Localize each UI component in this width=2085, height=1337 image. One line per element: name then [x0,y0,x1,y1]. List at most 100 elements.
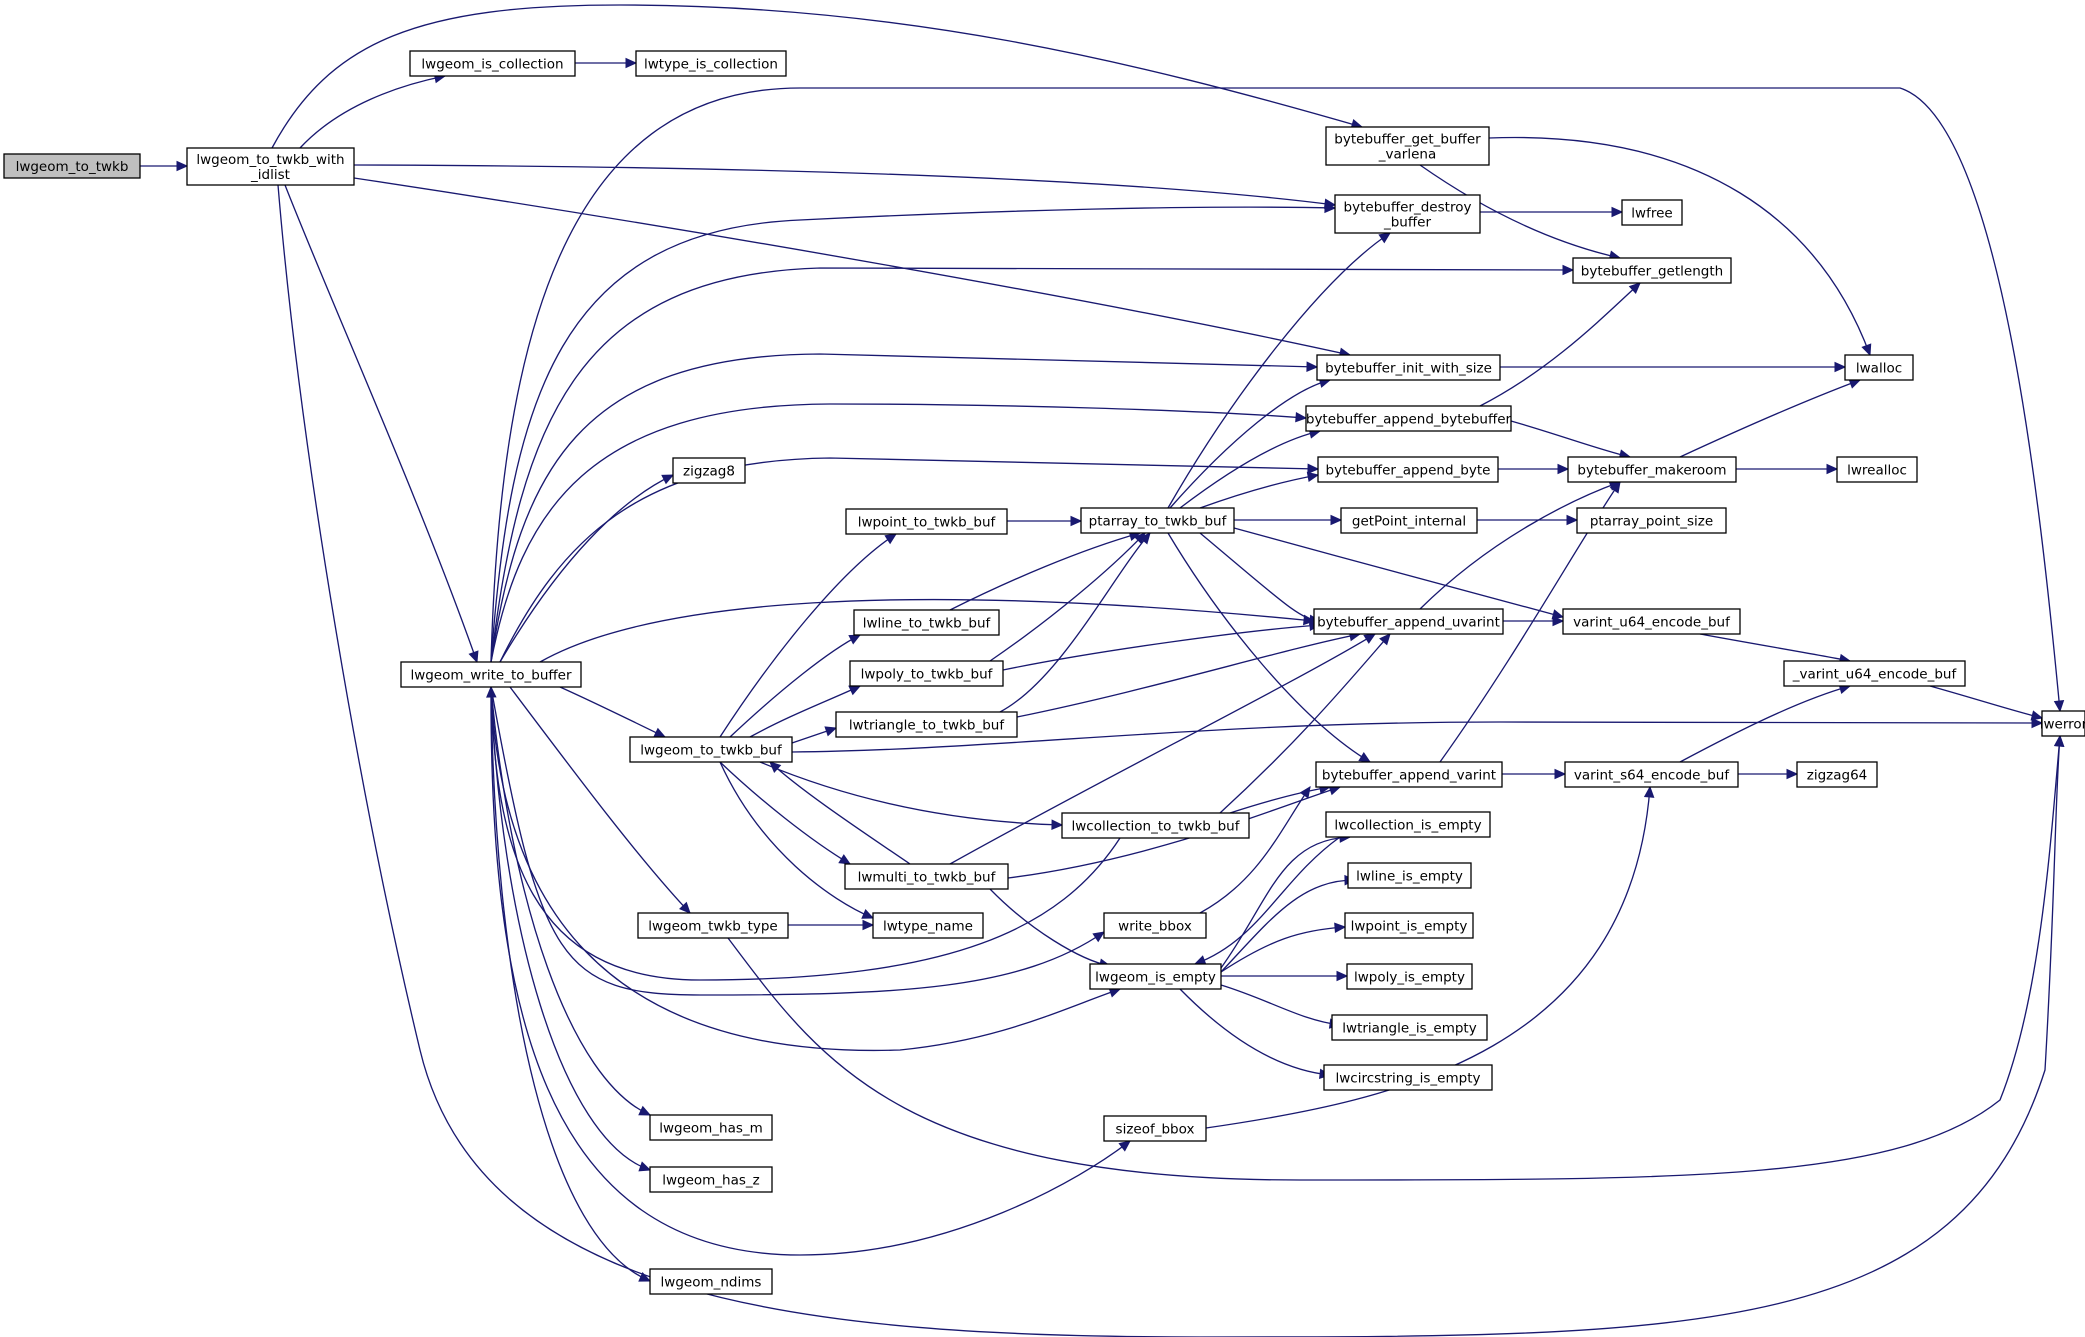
edge-line [1220,836,1351,969]
node-lwgeom-is-collection[interactable]: lwgeom_is_collection [409,50,576,77]
node-lwpoly-is-empty[interactable]: lwpoly_is_empty [1346,963,1473,990]
node-label: lwtriangle_is_empty [1342,1021,1476,1037]
node-lwcollection-is-empty[interactable]: lwcollection_is_empty [1325,811,1491,838]
node-lwgeom-to-twkb-with-idlist[interactable]: lwgeom_to_twkb_with_idlist [186,147,355,186]
node-box [637,912,789,939]
node-sizeof-bbox[interactable]: sizeof_bbox [1103,1115,1207,1142]
node-box [629,736,793,763]
edge-lwgeom_to_twkb_buf-to-lwtype_name [719,761,875,919]
node-label: bytebuffer_append_byte [1326,463,1491,479]
edge-arrowhead [1826,463,1839,475]
node-bytebuffer-makeroom[interactable]: bytebuffer_makeroom [1567,456,1737,483]
edge-arrowhead [661,474,675,485]
node-box [409,50,576,77]
node-lwline-is-empty[interactable]: lwline_is_empty [1347,862,1472,889]
node-varint-s64-encode-buf[interactable]: varint_s64_encode_buf [1564,761,1739,788]
node-ptarray-to-twkb-buf[interactable]: ptarray_to_twkb_buf [1080,507,1235,534]
edge-line [1002,624,1321,671]
node-bytebuffer-append-byte[interactable]: bytebuffer_append_byte [1317,456,1499,483]
edge-line [277,184,2061,1337]
node-label: lwgeom_is_empty [1095,970,1216,986]
edge-lwgeom_to_twkb-to-lwgeom_to_twkb_with_idlist [140,160,189,172]
node-bytebuffer-get-buffer-varlena[interactable]: bytebuffer_get_buffer_varlena [1325,126,1490,166]
edge-bytebuffer_append_bytebuffer-to-bytebuffer_getlength [1479,282,1641,407]
node-lwpoly-to-twkb-buf[interactable]: lwpoly_to_twkb_buf [849,660,1004,687]
node-lwtype-name[interactable]: lwtype_name [872,912,984,939]
node-zigzag8[interactable]: zigzag8 [672,457,746,484]
node-lwerror[interactable]: lwerror [2040,710,2085,737]
node-lwgeom-has-z[interactable]: lwgeom_has_z [649,1166,773,1193]
edge-lwgeom_write_to_buffer-to-zigzag8 [499,474,675,663]
node-lwpoint-is-empty[interactable]: lwpoint_is_empty [1344,912,1474,939]
edge-arrowhead [176,160,189,172]
edge-arrowhead [1562,264,1575,276]
node-lwgeom-to-twkb-buf[interactable]: lwgeom_to_twkb_buf [629,736,793,763]
edge-line [989,888,1111,967]
node-lwfree[interactable]: lwfree [1621,199,1683,226]
node-box [649,1114,773,1141]
edge-line [490,353,1318,663]
node-lwgeom-has-m[interactable]: lwgeom_has_m [649,1114,773,1141]
edge-arrowhead [1554,768,1567,780]
edge-ptarray_to_twkb_buf-to-bytebuffer_destroy_buffer [1167,232,1391,509]
edge-write_bbox-to-bytebuffer_append_varint [1199,785,1311,914]
edge-line [299,75,446,149]
node-label: bytebuffer_append_varint [1322,768,1496,784]
node-bytebuffer-append-varint[interactable]: bytebuffer_append_varint [1315,761,1503,788]
edge-arrowhead [1330,514,1343,526]
node-lwalloc[interactable]: lwalloc [1844,354,1914,381]
edge-bytebuffer_makeroom-to-lwrealloc [1736,463,1839,475]
edge-arrowhead [486,685,497,698]
node-label: write_bbox [1118,919,1192,935]
node-lwcircstring-is-empty[interactable]: lwcircstring_is_empty [1323,1064,1493,1091]
node-lwgeom-is-empty[interactable]: lwgeom_is_empty [1089,963,1222,990]
node-box [1347,862,1472,889]
edge-lwgeom_to_twkb_buf-to-lwpoint_to_twkb_buf [719,533,898,738]
edge-arrowhead [1139,532,1151,545]
node-bytebuffer-destroy-buffer[interactable]: bytebuffer_destroy_buffer [1334,194,1481,234]
node-lwcollection-to-twkb-buf[interactable]: lwcollection_to_twkb_buf [1061,812,1250,839]
edge-line [719,533,897,738]
node-lwmulti-to-twkb-buf[interactable]: lwmulti_to_twkb_buf [844,863,1009,890]
node-lwrealloc[interactable]: lwrealloc [1836,456,1918,483]
edge-line [490,686,1131,1256]
edge-arrowhead [1611,206,1624,218]
node-lwgeom-to-twkb[interactable]: lwgeom_to_twkb [3,153,141,179]
node-bytebuffer-append-bytebuffer[interactable]: bytebuffer_append_bytebuffer [1305,405,1512,432]
edge-lwpoint_to_twkb_buf-to-ptarray_to_twkb_buf [1007,515,1083,527]
node-bytebuffer-append-uvarint[interactable]: bytebuffer_append_uvarint [1313,608,1504,635]
node-lwgeom-twkb-type[interactable]: lwgeom_twkb_type [637,912,789,939]
edge-line [1419,481,1621,610]
edge-lwmulti_to_twkb_buf-to-bytebuffer_append_uvarint [949,633,1377,865]
node-label: zigzag8 [683,464,735,480]
edge-lwpoly_to_twkb_buf-to-ptarray_to_twkb_buf [989,532,1146,662]
node-lwgeom-write-to-buffer[interactable]: lwgeom_write_to_buffer [400,661,582,688]
node-lwgeom-ndims[interactable]: lwgeom_ndims [649,1268,773,1295]
edge-arrowhead [1861,343,1872,357]
node-bytebuffer-getlength[interactable]: bytebuffer_getlength [1572,257,1732,284]
node-lwpoint-to-twkb-buf[interactable]: lwpoint_to_twkb_buf [845,508,1008,535]
edge-arrowhead [1557,463,1570,475]
edge-arrowhead [1628,282,1641,295]
edge-bytebuffer_init_with_size-to-lwalloc [1500,361,1847,373]
edge-ptarray_to_twkb_buf-to-varint_u64_encode_buf [1233,527,1565,620]
node-box [1836,456,1918,483]
node-lwtriangle-to-twkb-buf[interactable]: lwtriangle_to_twkb_buf [835,711,1018,738]
edge-line [490,686,651,1171]
edge-line [1679,379,1861,458]
edge-arrowhead [1363,633,1377,644]
node-varint-u64-encode-buf[interactable]: varint_u64_encode_buf [1562,608,1741,635]
node-bytebuffer-init-with-size[interactable]: bytebuffer_init_with_size [1316,354,1501,381]
edge-varint_s64_encode_buf-to-zigzag64 [1738,768,1799,780]
node-lwline-to-twkb-buf[interactable]: lwline_to_twkb_buf [853,609,1000,636]
node-ptarray-point-size[interactable]: ptarray_point_size [1576,507,1727,534]
node--varint-u64-encode-buf[interactable]: _varint_u64_encode_buf [1783,660,1966,687]
node-lwtype-is-collection[interactable]: lwtype_is_collection [635,50,787,77]
node-label: lwmulti_to_twkb_buf [858,870,997,886]
edge-lwgeom_write_to_buffer-to-lwerror [490,87,2065,713]
node-write-bbox[interactable]: write_bbox [1103,912,1207,939]
node-label: lwgeom_to_twkb [16,159,129,175]
node-zigzag64[interactable]: zigzag64 [1796,761,1878,788]
node-lwtriangle-is-empty[interactable]: lwtriangle_is_empty [1331,1014,1488,1041]
node-getPoint-internal[interactable]: getPoint_internal [1340,507,1478,534]
